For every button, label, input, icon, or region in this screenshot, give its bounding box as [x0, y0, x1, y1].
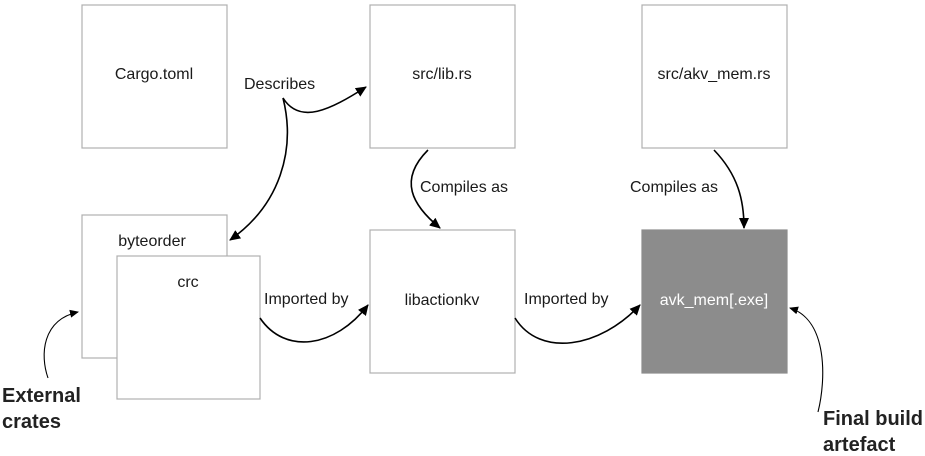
- final-artefact-line-2: artefact: [823, 434, 896, 456]
- compiles-as-lib-arrow: [410, 149, 441, 229]
- libactionkv-label: libactionkv: [405, 292, 480, 309]
- external-crates-line-2: crates: [2, 411, 61, 433]
- final-artefact-line-1: Final build: [823, 408, 923, 430]
- external-crates-callout: External crates: [2, 385, 87, 433]
- imported-by-crates-arrow: [259, 304, 369, 343]
- cargo-toml-node: Cargo.toml: [81, 4, 228, 149]
- imported-by-lib-label: Imported by: [524, 291, 608, 308]
- compiles-as-bin-label: Compiles as: [630, 179, 718, 196]
- external-crates-line-1: External: [2, 385, 81, 407]
- crc-node: crc: [116, 255, 261, 400]
- final-artefact-label: avk_mem[.exe]: [660, 292, 768, 309]
- akv-mem-rs-label: src/akv_mem.rs: [658, 66, 771, 83]
- final-artefact-callout: Final build artefact: [823, 408, 925, 456]
- lib-rs-label: src/lib.rs: [412, 66, 472, 83]
- akv-mem-rs-node: src/akv_mem.rs: [641, 4, 788, 149]
- imported-by-crates-label: Imported by: [264, 291, 348, 308]
- crc-label: crc: [177, 274, 198, 291]
- final-artefact-pointer: [789, 306, 824, 413]
- describes-arrow-to-lib: [282, 86, 367, 114]
- describes-arrow-to-crates: [229, 97, 289, 241]
- cargo-toml-label: Cargo.toml: [115, 66, 193, 83]
- libactionkv-node: libactionkv: [369, 229, 516, 374]
- external-crates-pointer: [43, 309, 79, 379]
- final-artefact-node: avk_mem[.exe]: [641, 229, 788, 374]
- compiles-as-lib-label: Compiles as: [420, 179, 508, 196]
- lib-rs-node: src/lib.rs: [369, 4, 516, 149]
- byteorder-label: byteorder: [118, 233, 186, 250]
- compiles-as-bin-arrow: [713, 149, 749, 229]
- describes-label: Describes: [244, 76, 315, 93]
- imported-by-lib-arrow: [514, 304, 641, 344]
